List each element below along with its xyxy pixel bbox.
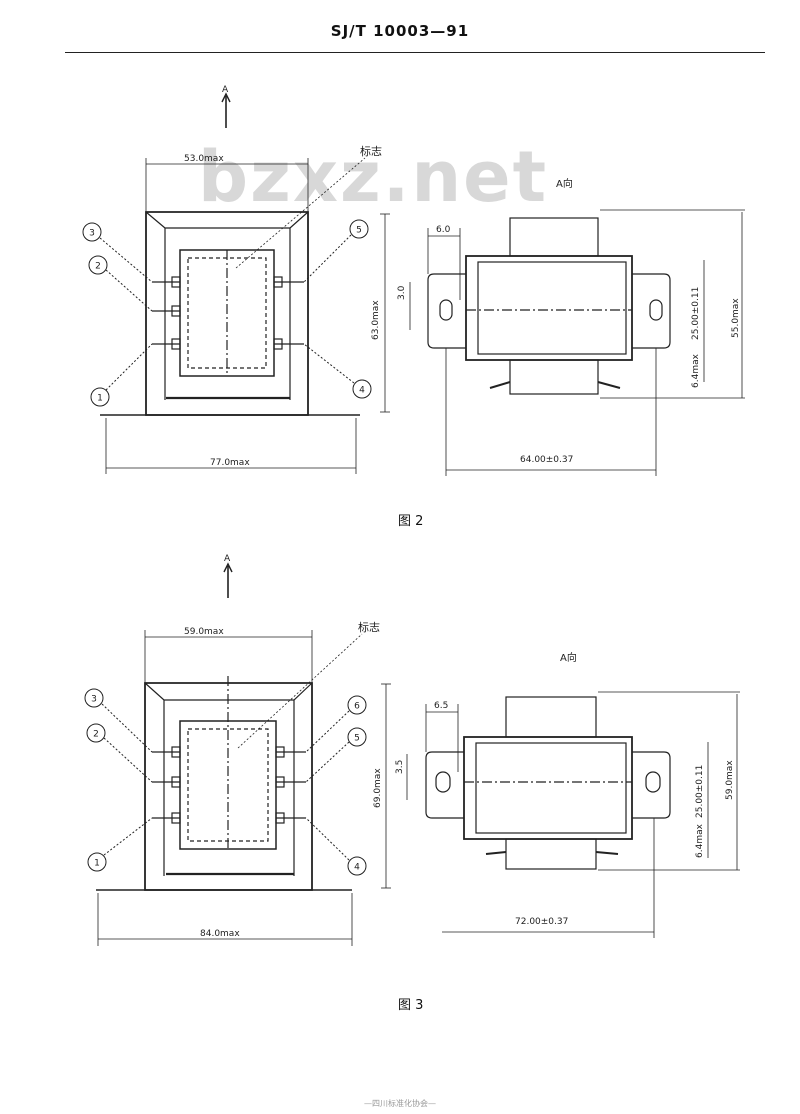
front-view	[100, 211, 360, 416]
pin-label: 5	[354, 734, 360, 744]
direction-label: A	[222, 85, 229, 95]
pin-label: 5	[356, 226, 362, 236]
dim-offset: 6.4max	[691, 353, 701, 388]
direction-arrow: A	[223, 554, 233, 598]
label-tag: 标志	[358, 620, 380, 634]
view-label: A向	[560, 651, 577, 664]
watermark: bzxz.net	[198, 136, 549, 218]
standard-header: SJ/T 10003—91	[330, 22, 470, 40]
dim-overall-height: 55.0max	[731, 298, 741, 338]
pin-callouts	[84, 688, 367, 876]
header-rule	[65, 52, 765, 53]
figure-3-caption: 图 3	[398, 998, 424, 1013]
label-leader	[237, 633, 363, 749]
front-view	[96, 676, 352, 891]
dim-pin-spacing: 25.00±0.11	[691, 287, 701, 340]
label-tag: 标志	[360, 144, 382, 158]
direction-label: A	[224, 554, 231, 564]
view-label: A向	[556, 177, 573, 190]
figure-2-caption: 图 2	[398, 514, 424, 529]
dim-hole-spacing: 72.00±0.37	[515, 917, 568, 927]
pin-label: 4	[359, 386, 365, 396]
side-dimensions	[409, 212, 745, 476]
pin-label: 4	[354, 863, 360, 873]
pin-label: 6	[354, 702, 360, 712]
pin-label: 1	[97, 394, 103, 404]
dim-height: 63.0max	[371, 300, 381, 340]
pin-label: 2	[95, 262, 101, 272]
dim-overall-height: 59.0max	[725, 760, 735, 800]
pin-label: 1	[94, 859, 100, 869]
dim-height: 69.0max	[373, 768, 383, 808]
pin-label: 3	[91, 695, 97, 705]
dim-hole-spacing: 64.00±0.37	[520, 455, 573, 465]
pin-callouts	[82, 219, 372, 407]
dim-bottom-width: 84.0max	[200, 929, 240, 939]
figure-2: A 3 2	[82, 85, 745, 476]
dimension-lines	[97, 630, 391, 946]
dim-slot-height: 3.5	[395, 760, 405, 774]
dim-top-width: 53.0max	[184, 154, 224, 164]
dim-slot-height: 3.0	[397, 285, 407, 300]
page-footer: —四川标准化协会—	[364, 1099, 436, 1108]
direction-arrow: A	[221, 85, 231, 128]
label-leader	[235, 157, 366, 269]
dimension-lines	[105, 158, 390, 474]
dim-slot-width: 6.5	[434, 701, 448, 711]
side-dimensions	[406, 694, 740, 938]
pin-label: 3	[89, 229, 95, 239]
pin-label: 2	[93, 730, 99, 740]
dim-offset: 6.4max	[695, 823, 705, 858]
dim-pin-spacing: 25.00±0.11	[695, 765, 705, 818]
figure-3: A 3 2	[84, 554, 740, 946]
dim-slot-width: 6.0	[436, 225, 451, 235]
side-view	[425, 691, 740, 870]
dim-top-width: 59.0max	[184, 627, 224, 637]
dim-bottom-width: 77.0max	[210, 458, 250, 468]
side-view	[427, 209, 745, 395]
